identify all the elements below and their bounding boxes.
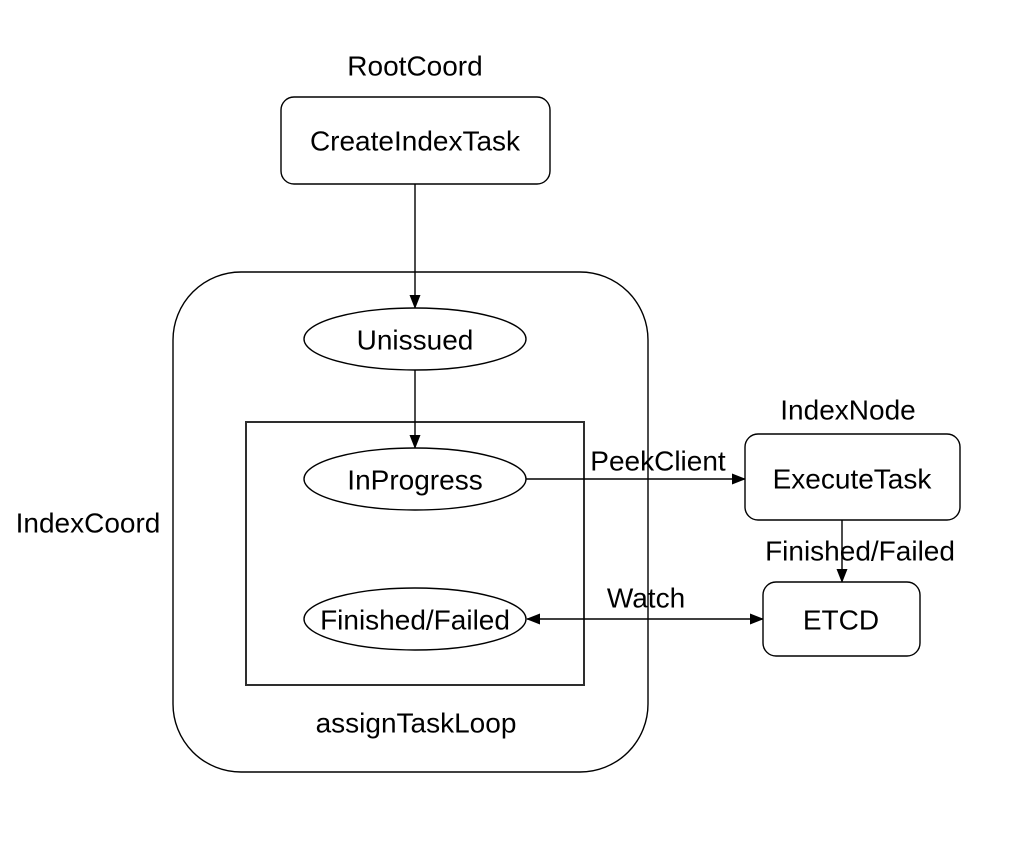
etcd-box bbox=[762, 581, 921, 657]
finished-failed-edge-label: Finished/Failed bbox=[765, 536, 955, 567]
create-index-task-label: CreateIndexTask bbox=[310, 126, 521, 157]
etcd-label: ETCD bbox=[803, 605, 879, 636]
execute-task-box bbox=[744, 433, 961, 521]
watch-edge-label: Watch bbox=[607, 583, 685, 614]
in-progress-ellipse bbox=[303, 447, 527, 511]
create-index-task-box bbox=[280, 96, 551, 185]
execute-task-label: ExecuteTask bbox=[773, 464, 933, 495]
peek-client-edge-label: PeekClient bbox=[590, 446, 726, 477]
in-progress-label: InProgress bbox=[347, 465, 482, 496]
assign-task-loop-label: assignTaskLoop bbox=[316, 708, 517, 739]
index-coord-container bbox=[172, 271, 649, 773]
unissued-ellipse bbox=[303, 307, 527, 371]
unissued-label: Unissued bbox=[357, 325, 474, 356]
finished-failed-label: Finished/Failed bbox=[320, 605, 510, 636]
root-coord-label: RootCoord bbox=[347, 51, 482, 82]
index-coord-label: IndexCoord bbox=[16, 508, 161, 539]
index-node-label: IndexNode bbox=[780, 395, 915, 426]
finished-failed-ellipse bbox=[303, 587, 527, 651]
